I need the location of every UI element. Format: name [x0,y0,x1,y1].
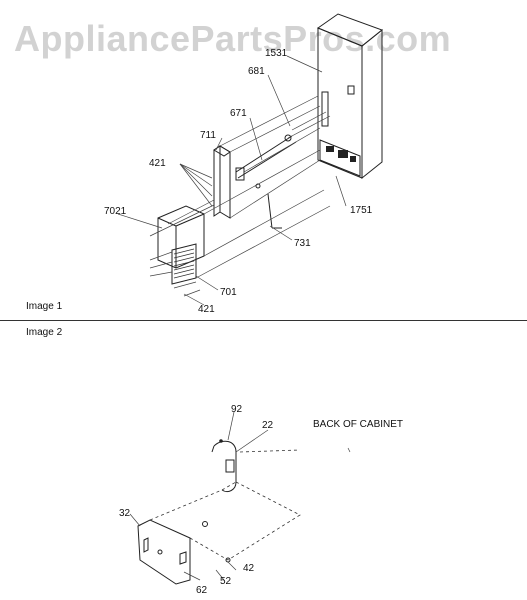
alignment-lines [149,95,331,297]
label-7021: 7021 [104,206,127,217]
label-671: 671 [230,108,247,119]
label-92: 92 [231,404,243,415]
image2-projection-lines [129,411,351,581]
lower-box [157,205,205,269]
label-52: 52 [220,576,232,587]
label-421-bottom: 421 [198,304,215,315]
label-1531: 1531 [265,48,288,59]
cabinet-drawing [316,13,384,180]
grille [171,243,197,285]
section-divider [0,320,527,321]
plate-lower [137,519,231,585]
caption-image-1: Image 1 [26,301,63,312]
label-701: 701 [220,287,237,298]
label-421-top: 421 [149,158,166,169]
label-32: 32 [119,508,131,519]
label-22: 22 [262,420,274,431]
leader-lines [117,55,347,306]
label-62: 62 [196,585,208,596]
label-731: 731 [294,238,311,249]
caption-image-2: Image 2 [26,327,63,338]
label-1751: 1751 [350,205,373,216]
watermark: AppliancePartsPros.com [14,18,452,59]
label-back-of-cabinet: BACK OF CABINET [313,419,404,430]
bracket-upper [211,439,237,493]
label-711: 711 [200,130,216,141]
label-42: 42 [243,563,255,574]
label-681: 681 [248,66,265,77]
